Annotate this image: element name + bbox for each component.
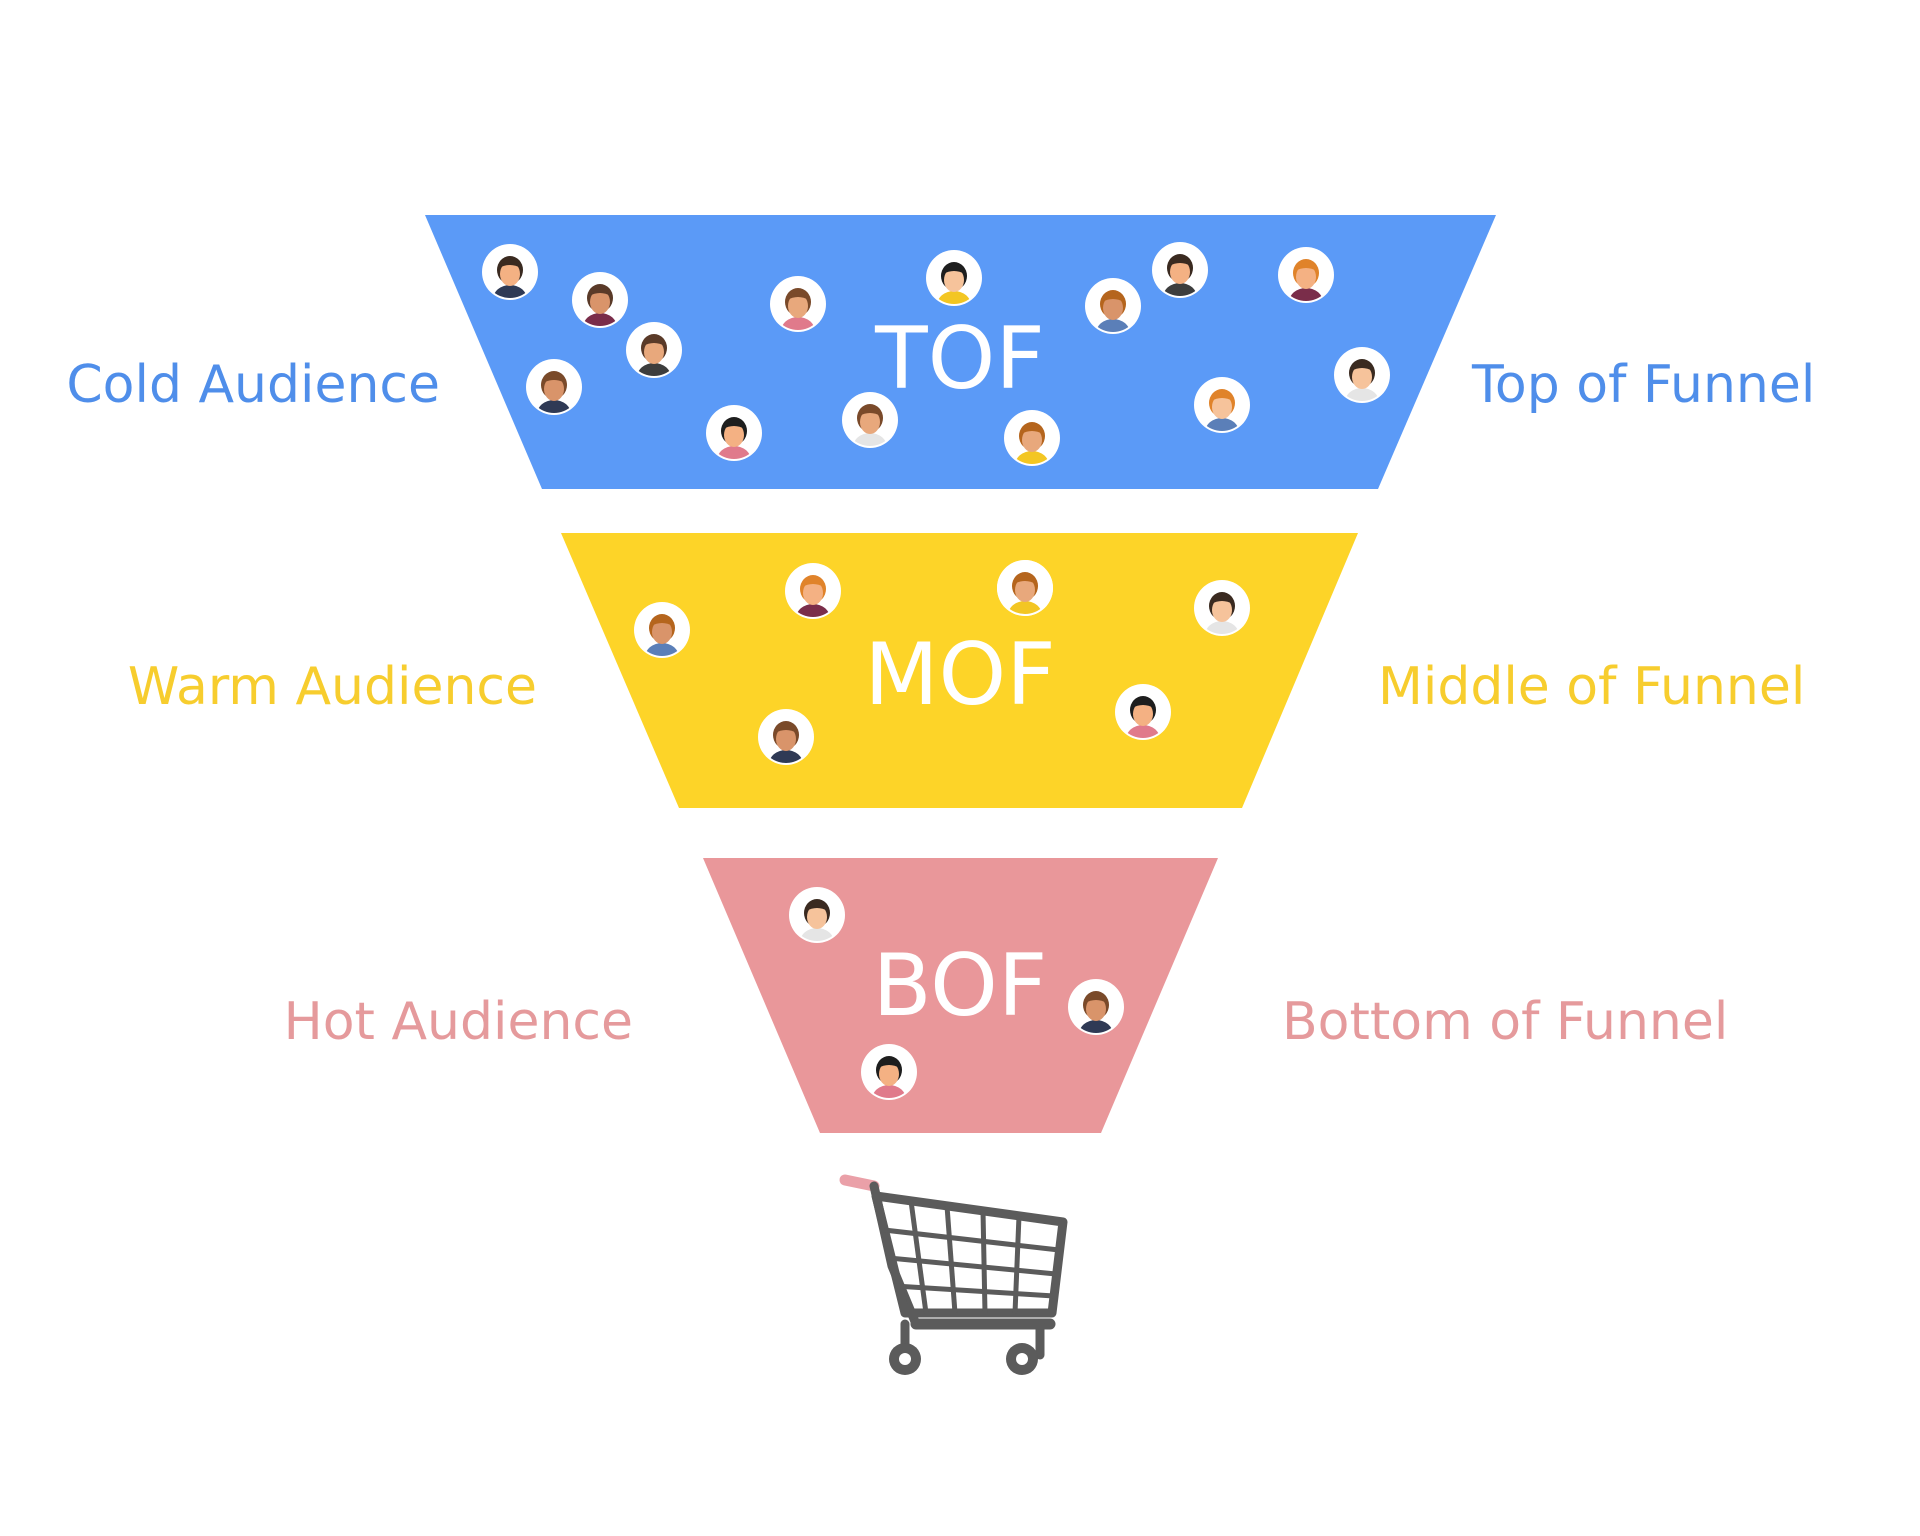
person-avatar-icon bbox=[1334, 347, 1390, 403]
person-avatar-icon bbox=[482, 244, 538, 300]
left-label-cold-audience: Cold Audience bbox=[66, 355, 440, 415]
stage-code-mof: MOF bbox=[864, 625, 1055, 725]
person-avatar-icon bbox=[626, 322, 682, 378]
person-avatar-icon bbox=[1115, 684, 1171, 740]
avatar-group-bof bbox=[789, 887, 1124, 1100]
person-avatar-icon bbox=[770, 276, 826, 332]
person-avatar-icon bbox=[997, 560, 1053, 616]
person-avatar-icon bbox=[1194, 377, 1250, 433]
right-label-top-of-funnel: Top of Funnel bbox=[1471, 355, 1815, 415]
person-avatar-icon bbox=[634, 602, 690, 658]
stage-code-tof: TOF bbox=[874, 309, 1045, 409]
person-avatar-icon bbox=[758, 709, 814, 765]
person-avatar-icon bbox=[526, 359, 582, 415]
person-avatar-icon bbox=[1152, 242, 1208, 298]
funnel-stage-bof: BOF Hot Audience Bottom of Funnel bbox=[284, 858, 1728, 1133]
person-avatar-icon bbox=[1194, 580, 1250, 636]
left-label-warm-audience: Warm Audience bbox=[128, 657, 537, 717]
person-avatar-icon bbox=[572, 272, 628, 328]
person-avatar-icon bbox=[926, 250, 982, 306]
person-avatar-icon bbox=[1085, 278, 1141, 334]
person-avatar-icon bbox=[785, 563, 841, 619]
right-label-middle-of-funnel: Middle of Funnel bbox=[1378, 657, 1805, 717]
cart-frame bbox=[869, 1181, 1068, 1360]
person-avatar-icon bbox=[1004, 410, 1060, 466]
left-label-hot-audience: Hot Audience bbox=[284, 992, 633, 1052]
cart-wheel-right bbox=[1006, 1343, 1038, 1375]
avatar-group-mof bbox=[634, 560, 1250, 765]
right-label-bottom-of-funnel: Bottom of Funnel bbox=[1282, 992, 1728, 1052]
person-avatar-icon bbox=[1278, 247, 1334, 303]
funnel-stage-mof: MOF Warm Audience Middle of Funnel bbox=[128, 533, 1805, 808]
cart-wheel-left bbox=[889, 1343, 921, 1375]
cart-handle bbox=[839, 1174, 880, 1192]
cart-grid bbox=[883, 1200, 1060, 1314]
stage-code-bof: BOF bbox=[873, 936, 1048, 1036]
person-avatar-icon bbox=[861, 1044, 917, 1100]
person-avatar-icon bbox=[706, 405, 762, 461]
shopping-cart-icon bbox=[839, 1174, 1068, 1375]
person-avatar-icon bbox=[1068, 979, 1124, 1035]
person-avatar-icon bbox=[842, 392, 898, 448]
avatar-group-tof bbox=[482, 242, 1390, 466]
person-avatar-icon bbox=[789, 887, 845, 943]
funnel-stage-tof: TOF Cold Audience Top of Funnel bbox=[66, 215, 1815, 489]
